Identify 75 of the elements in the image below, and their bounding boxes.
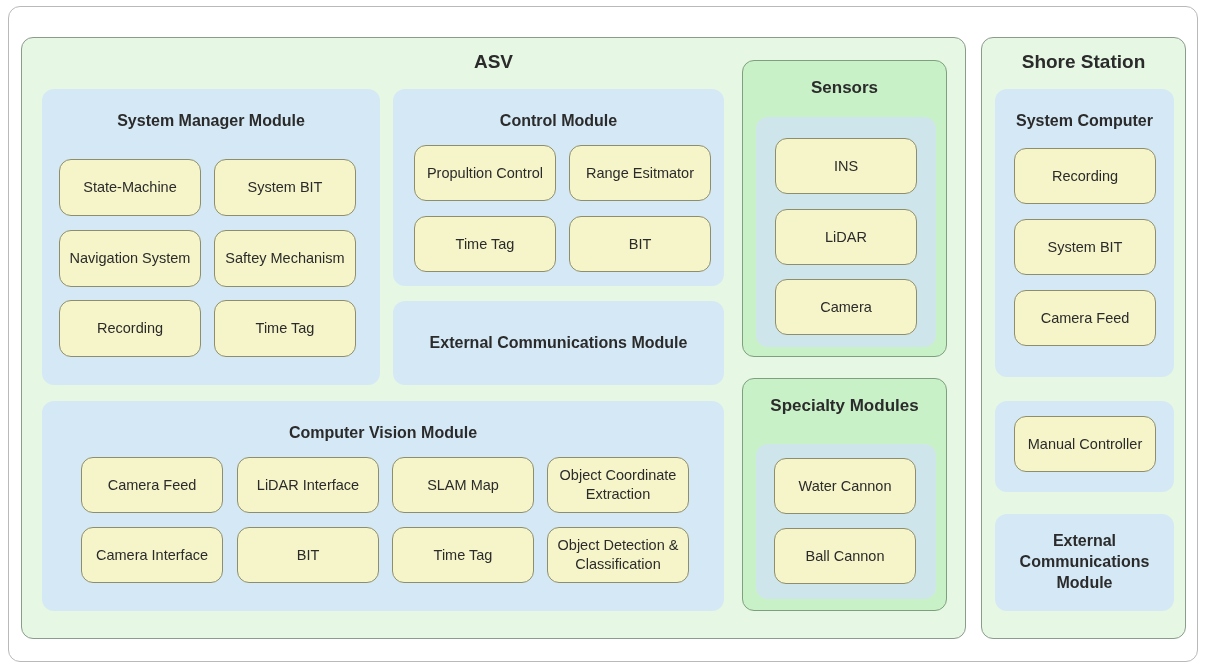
component-label: Range Esitmator xyxy=(585,163,695,183)
component-box xyxy=(214,300,356,357)
component-label: Manual Controller xyxy=(1026,434,1144,454)
component-label: Time Tag xyxy=(254,319,316,338)
component-box xyxy=(59,230,201,287)
component-box xyxy=(774,528,916,584)
component-label: LiDAR xyxy=(824,227,868,247)
component-box xyxy=(59,300,201,357)
component-label: SLAM Map xyxy=(426,475,500,495)
component-box xyxy=(1014,148,1156,204)
module-panel xyxy=(995,89,1174,377)
module-heading: System Computer xyxy=(1015,111,1154,131)
component-box xyxy=(414,216,556,272)
module-heading: Shore Station xyxy=(1020,50,1147,74)
component-label: Saftey Mechanism xyxy=(224,249,346,268)
group-background xyxy=(995,401,1174,492)
component-box xyxy=(569,145,711,201)
component-box xyxy=(392,457,534,513)
component-box xyxy=(775,209,917,265)
module-heading: External Communications Module xyxy=(1018,531,1151,593)
group-background xyxy=(756,117,936,347)
component-label: Camera Feed xyxy=(1039,308,1131,328)
component-label: Object Coordinate Extraction xyxy=(558,466,678,504)
component-label: Water Cannon xyxy=(797,476,893,496)
component-label: System BIT xyxy=(246,178,324,197)
component-label: Recording xyxy=(95,319,165,338)
component-label: Navigation System xyxy=(68,249,192,268)
component-box xyxy=(214,230,356,287)
component-box xyxy=(547,527,689,583)
module-heading: Specialty Modules xyxy=(769,395,920,417)
component-box xyxy=(1014,416,1156,472)
module-heading: External Communications Module xyxy=(428,332,689,353)
module-heading: ASV xyxy=(472,50,515,74)
component-box xyxy=(775,279,917,335)
system-panel xyxy=(21,37,966,639)
component-label: LiDAR Interface xyxy=(255,475,361,495)
component-label: BIT xyxy=(627,234,653,254)
component-box xyxy=(775,138,917,194)
component-box xyxy=(1014,290,1156,346)
component-box xyxy=(774,458,916,514)
component-box xyxy=(237,457,379,513)
module-panel xyxy=(393,89,724,286)
module-heading: Computer Vision Module xyxy=(287,423,479,443)
component-box xyxy=(214,159,356,216)
module-panel xyxy=(42,401,724,611)
component-label: System BIT xyxy=(1046,237,1124,257)
component-label: Camera xyxy=(819,297,873,317)
component-box xyxy=(1014,219,1156,275)
component-label: Camera Interface xyxy=(95,545,209,565)
module-panel xyxy=(42,89,380,385)
component-label: Recording xyxy=(1050,166,1120,186)
component-label: Ball Cannon xyxy=(804,546,886,566)
group-panel xyxy=(742,60,947,357)
component-label: Time Tag xyxy=(454,234,516,254)
module-heading: Control Module xyxy=(498,111,619,131)
component-label: BIT xyxy=(295,545,321,565)
component-box xyxy=(414,145,556,201)
component-box xyxy=(392,527,534,583)
component-box xyxy=(569,216,711,272)
component-box xyxy=(81,457,223,513)
module-heading: Sensors xyxy=(809,77,880,99)
component-box xyxy=(81,527,223,583)
component-label: Propultion Control xyxy=(425,163,545,183)
component-box xyxy=(59,159,201,216)
component-label: Time Tag xyxy=(432,545,494,565)
system-panel xyxy=(981,37,1186,639)
component-label: INS xyxy=(832,156,860,176)
component-label: Object Detection & Classification xyxy=(556,536,680,574)
component-label: State-Machine xyxy=(82,178,178,197)
component-label: Camera Feed xyxy=(106,475,198,495)
group-panel xyxy=(742,378,947,611)
component-box xyxy=(237,527,379,583)
group-background xyxy=(756,444,936,599)
module-heading: System Manager Module xyxy=(116,111,306,131)
component-box xyxy=(547,457,689,513)
